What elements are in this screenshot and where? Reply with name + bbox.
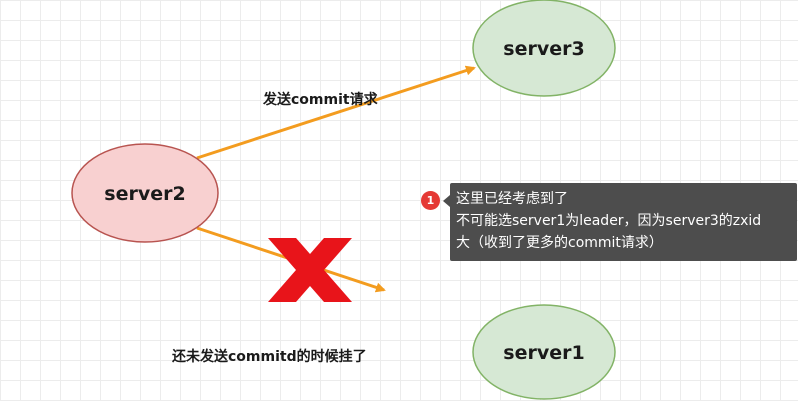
server1-ellipse — [472, 304, 616, 400]
server1-label: server1 — [503, 342, 584, 364]
server3-label: server3 — [503, 38, 584, 60]
server2-ellipse — [71, 143, 219, 243]
node-server2[interactable]: server2 — [71, 143, 219, 243]
comment-line-1: 这里已经考虑到了 — [456, 191, 568, 207]
comment-badge[interactable]: 1 — [421, 191, 440, 210]
server3-ellipse — [472, 0, 616, 97]
failed-before-commit-label: 还未发送commitd的时候挂了 — [171, 348, 367, 365]
node-server1[interactable]: server1 — [472, 304, 616, 400]
commit-request-label: 发送commit请求 — [262, 91, 379, 108]
cross-icon — [268, 238, 352, 302]
arrow-server2-to-server3 — [196, 65, 476, 160]
node-server3[interactable]: server3 — [472, 0, 616, 97]
comment-line-2: 不可能选server1为leader，因为server3的zxid — [456, 213, 762, 229]
server2-label: server2 — [104, 183, 185, 205]
comment-line-3: 大（收到了更多的commit请求） — [456, 235, 663, 251]
comment-pointer — [443, 195, 450, 207]
comment-box[interactable]: 这里已经考虑到了 不可能选server1为leader，因为server3的zx… — [450, 183, 797, 261]
